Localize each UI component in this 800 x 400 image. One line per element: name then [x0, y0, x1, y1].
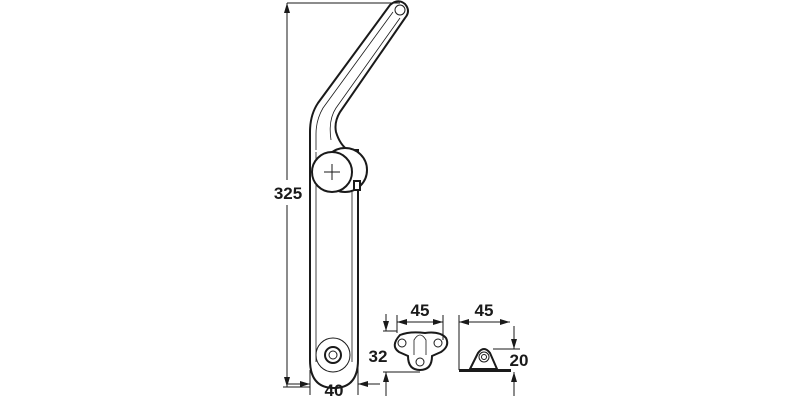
mounting-bracket-front: 45 32	[369, 301, 449, 396]
adjuster-screw	[324, 346, 342, 364]
lid-stay-arm	[309, 0, 409, 390]
bracket2-width-label: 45	[475, 301, 494, 320]
hinge-tab	[353, 180, 361, 191]
bracket1-height-label: 32	[369, 347, 388, 366]
stay-height-label: 325	[274, 184, 302, 203]
bracket2-height-label: 20	[510, 351, 529, 370]
top-pivot-hole	[394, 4, 406, 16]
cross-icon	[324, 164, 340, 180]
height-dimension: 325	[274, 2, 400, 388]
stay-width-label: 40	[325, 381, 344, 400]
width-dimension: 40	[288, 200, 380, 400]
bracket1-width-label: 45	[411, 301, 430, 320]
adjuster-dial	[315, 337, 351, 373]
mounting-bracket-side: 45 20	[458, 301, 529, 396]
